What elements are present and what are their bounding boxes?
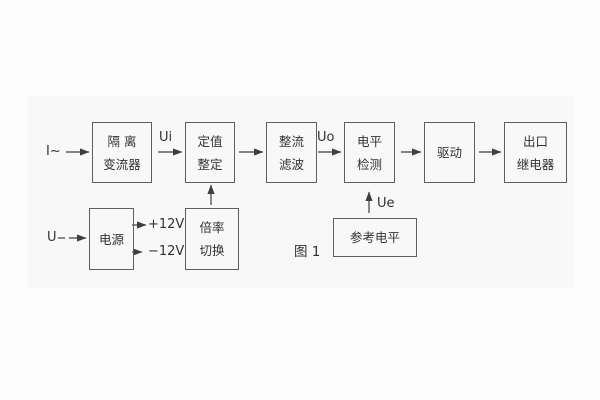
- label-minus12v: −12V: [148, 244, 185, 259]
- block-output-line1: 出口: [522, 133, 548, 149]
- label-uo: Uo: [317, 130, 335, 145]
- block-rectifier-filter: 整流 滤波: [266, 122, 317, 183]
- label-input-current: I~: [46, 144, 61, 159]
- block-isolation-line2: 变流器: [103, 156, 141, 172]
- block-isolation-line1: 隔 离: [107, 133, 137, 149]
- block-rectifier-line2: 滤波: [278, 156, 304, 172]
- block-rectifier-line1: 整流: [278, 133, 304, 149]
- block-setting-line2: 整定: [197, 156, 223, 172]
- figure-caption: 图 1: [294, 244, 321, 260]
- block-level-line1: 电平: [356, 133, 382, 149]
- block-drive: 驱动: [424, 122, 475, 183]
- label-ue: Ue: [377, 196, 395, 211]
- block-ratio-line2: 切换: [199, 243, 225, 258]
- block-level-line2: 检测: [356, 156, 382, 172]
- block-ratio-switch: 倍率 切换: [185, 208, 239, 270]
- block-reference-line1: 参考电平: [349, 230, 400, 245]
- block-setting-line1: 定值: [197, 133, 223, 149]
- block-isolation-transformer: 隔 离 变流器: [92, 122, 152, 183]
- block-level-detect: 电平 检测: [344, 122, 395, 183]
- block-drive-line1: 驱动: [436, 145, 462, 160]
- label-plus12v: +12V: [148, 217, 185, 232]
- label-input-voltage: U: [47, 230, 57, 245]
- block-reference-level: 参考电平: [333, 218, 417, 257]
- diagram-panel: [28, 96, 574, 288]
- block-power-supply: 电源: [89, 208, 134, 270]
- block-output-line2: 继电器: [516, 156, 555, 172]
- label-ui: Ui: [159, 130, 173, 145]
- block-output-relay: 出口 继电器: [504, 122, 567, 183]
- block-power-line1: 电源: [98, 231, 124, 247]
- block-setting: 定值 整定: [185, 122, 235, 183]
- block-ratio-line1: 倍率: [199, 220, 225, 235]
